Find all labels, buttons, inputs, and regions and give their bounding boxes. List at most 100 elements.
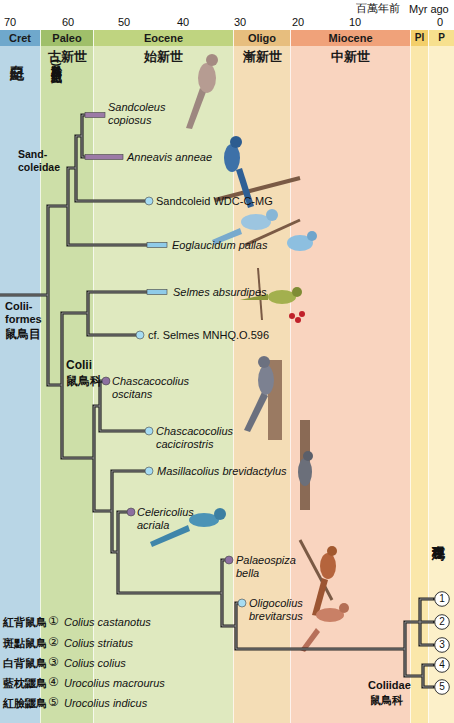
- bird-body: [258, 365, 274, 395]
- callout-number: 4: [434, 657, 450, 673]
- species-name: Colius colius: [64, 657, 126, 670]
- fossil-range-bar: [147, 243, 167, 248]
- bird-head: [214, 508, 226, 520]
- axis-tick: 10: [349, 16, 361, 29]
- clade-label: 鼠鳥科: [370, 694, 403, 707]
- callout-number: ①: [48, 615, 59, 628]
- species-name: Colius castanotus: [64, 616, 151, 629]
- clade-label: Colii- formes: [5, 300, 45, 326]
- fossil-point: [145, 197, 153, 205]
- clade-label: Colii: [66, 359, 92, 372]
- taxon-name: Eoglaucidum pallas: [172, 239, 267, 252]
- bird-head: [339, 603, 349, 613]
- bird-head: [292, 287, 302, 297]
- bird-body: [224, 144, 240, 172]
- axis-tick: 70: [4, 16, 16, 29]
- axis-title: Myr ago: [409, 3, 449, 16]
- bird-head: [258, 356, 270, 368]
- callout-number: 1: [434, 591, 450, 607]
- species-name-zh: 藍枕鼴鳥: [3, 677, 47, 690]
- callout-number: ⑤: [48, 696, 59, 709]
- species-name-zh: 紅臉鼴鳥: [3, 697, 47, 710]
- epoch-name-zh: 古新世: [41, 48, 93, 66]
- circle-shape: [435, 680, 450, 695]
- fossil-point: [145, 467, 153, 475]
- epoch-name-zh: 漸新世: [234, 48, 290, 66]
- bird-head: [307, 231, 317, 241]
- bird-body: [268, 290, 296, 304]
- axis-tick: 30: [234, 16, 246, 29]
- circle-shape: [435, 615, 450, 630]
- epoch-name-zh: 中新世: [291, 48, 410, 66]
- species-name: Urocolius indicus: [64, 697, 147, 710]
- species-name: Colius striatus: [64, 637, 133, 650]
- epoch-name: Cret: [0, 30, 40, 46]
- bird-head: [303, 451, 313, 461]
- tip-circle: 4: [434, 657, 450, 673]
- berries: [295, 317, 301, 323]
- bird-head: [230, 136, 242, 148]
- epoch-name: Pl: [411, 30, 428, 46]
- bird-head: [266, 209, 278, 221]
- tip-circle: 1: [434, 591, 450, 607]
- epoch-name-zh: 白堊紀: [8, 54, 26, 57]
- callout-number: ③: [48, 656, 59, 669]
- circle-shape: [435, 658, 450, 673]
- taxon-name: Chascacocolius oscitans: [112, 375, 189, 401]
- fossil-range-bar: [85, 155, 123, 160]
- axis-tick: 60: [62, 16, 74, 29]
- axis-tick: 20: [292, 16, 304, 29]
- fossil-point: [102, 377, 110, 385]
- fossil-point: [136, 331, 144, 339]
- clade-label: Coliidae: [368, 679, 411, 692]
- species-name: Urocolius macrourus: [64, 677, 165, 690]
- tip-circle: 3: [434, 637, 450, 653]
- berries: [289, 313, 295, 319]
- bird-body: [298, 458, 312, 486]
- taxon-name: Palaeospiza bella: [236, 554, 296, 580]
- species-name-zh: 紅背鼠鳥: [3, 616, 47, 629]
- species-name-zh: 斑點鼠鳥: [3, 637, 47, 650]
- epoch-band: P 1 2 3 4 5: [428, 30, 454, 723]
- epoch-name: Eocene: [94, 30, 233, 46]
- bird-head: [206, 54, 218, 66]
- callout-number: 5: [434, 679, 450, 695]
- taxon-name: Selmes absurdipes: [173, 286, 267, 299]
- taxon-name: Celericolius acriala: [137, 506, 194, 532]
- tip-circle: 2: [434, 614, 450, 630]
- taxon-name: Sandcoleus copiosus: [108, 101, 166, 127]
- tip-circle: 5: [434, 679, 450, 695]
- epoch-name: Paleo: [41, 30, 93, 46]
- axis-tick: 40: [177, 16, 189, 29]
- taxon-name: Anneavis anneae: [127, 151, 212, 164]
- fossil-point: [225, 556, 233, 564]
- berries: [299, 311, 305, 317]
- epoch-name: P: [429, 30, 454, 46]
- circle-shape: [435, 638, 450, 653]
- bird-body: [320, 553, 336, 579]
- epoch-band: Miocene 中新世: [290, 30, 410, 723]
- clade-label: Sand- coleidae: [18, 148, 68, 174]
- taxon-name: cf. Selmes MNHQ.O.596: [148, 329, 269, 342]
- taxon-name: Sandcoleid WDC-C-MG: [156, 195, 273, 208]
- fossil-range-bar: [85, 113, 105, 118]
- taxon-name: Masillacolius brevidactylus: [157, 465, 287, 478]
- clade-label: 沙鼠鳥科 (已滅絕): [50, 56, 63, 110]
- bird-head: [327, 546, 337, 556]
- callout-number: ④: [48, 676, 59, 689]
- bird-body: [198, 63, 216, 93]
- axis-title: 百萬年前: [356, 2, 400, 15]
- callout-number: ②: [48, 636, 59, 649]
- epoch-name: Oligo: [234, 30, 290, 46]
- fossil-point: [127, 508, 135, 516]
- clade-label: 鼠鳥科: [66, 375, 102, 388]
- taxon-name: Chascacocolius cacicirostris: [156, 425, 233, 451]
- axis-tick: 50: [118, 16, 130, 29]
- taxon-name: Oligocolius brevitarsus: [249, 597, 303, 623]
- axis-tick: 0: [437, 16, 443, 29]
- fossil-point: [238, 599, 246, 607]
- clade-label: 鼠鳥目: [5, 328, 41, 341]
- epoch-name: Miocene: [291, 30, 410, 46]
- callout-number: 2: [434, 614, 450, 630]
